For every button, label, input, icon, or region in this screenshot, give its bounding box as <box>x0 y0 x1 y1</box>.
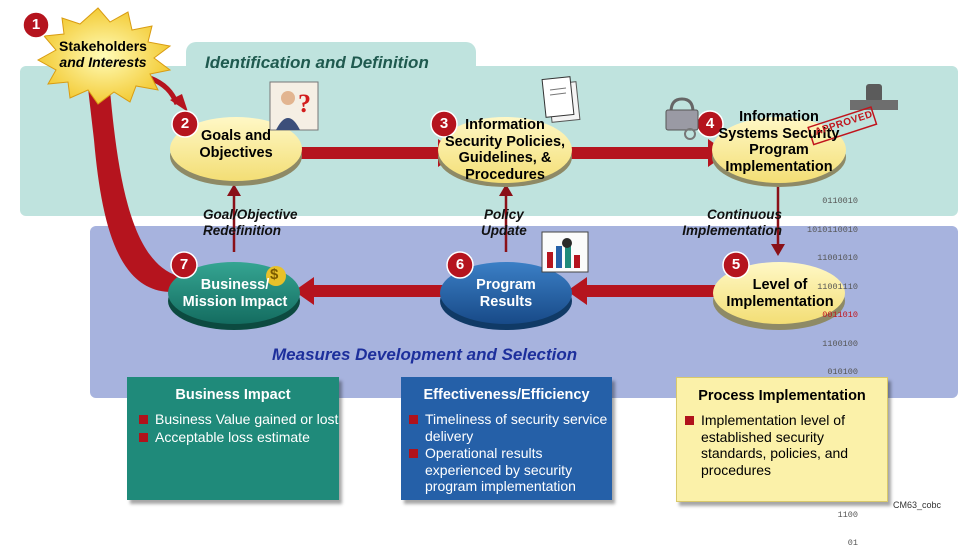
dollar-icon <box>266 266 286 286</box>
effectiveness-box: Effectiveness/Efficiency Timeliness of s… <box>401 377 612 500</box>
arrow-policies-to-program <box>568 147 710 159</box>
process-implementation-box: Process Implementation Implementation le… <box>676 377 888 502</box>
list-item: Business Value gained or lost <box>139 411 339 428</box>
business-impact-list: Business Value gained or lost Acceptable… <box>127 411 339 445</box>
badge-6-number: 6 <box>455 256 465 273</box>
lock-icon <box>665 97 699 140</box>
policy-update-label: Policy Update <box>481 207 527 238</box>
badge-1-number: 1 <box>31 16 41 33</box>
list-item: Operational results experienced by secur… <box>409 445 612 495</box>
badge-2-number: 2 <box>180 115 190 132</box>
list-item: Implementation level of established secu… <box>685 412 887 478</box>
policies-label: Information Security Policies, Guideline… <box>444 117 566 183</box>
impact-label: Business/ Mission Impact <box>182 277 288 310</box>
arrow-results-to-impact <box>312 285 446 297</box>
results-chart-icon <box>541 231 589 273</box>
level-label: Level of Implementation <box>726 277 834 310</box>
badge-7-number: 7 <box>179 256 189 273</box>
policies-oval <box>438 117 572 183</box>
badge-7 <box>170 251 198 279</box>
figure-code: CM63_cobc <box>893 500 942 510</box>
arrow-impact-to-stakeholders <box>70 56 178 292</box>
badge-6 <box>446 251 474 279</box>
goal-redefinition-label: Goal/Objective Redefinition <box>203 207 298 238</box>
process-implementation-title: Process Implementation <box>698 388 866 404</box>
program-oval <box>712 117 846 183</box>
approved-stamp-icon <box>807 84 898 146</box>
results-label: Program Results <box>476 277 536 310</box>
effectiveness-title: Effectiveness/Efficiency <box>423 387 590 403</box>
list-item: Acceptable loss estimate <box>139 429 339 446</box>
arrow-goals-to-policies <box>292 147 440 159</box>
level-oval <box>713 262 845 324</box>
badge-4-number: 4 <box>705 115 715 132</box>
badge-2 <box>171 110 199 138</box>
policy-document-icon <box>541 76 581 123</box>
svg-text:?: ? <box>298 89 311 118</box>
badge-1 <box>22 11 50 39</box>
results-oval <box>440 262 572 324</box>
business-impact-box: Business Impact Business Value gained or… <box>127 377 339 500</box>
flow-diagram: ? <box>22 7 898 330</box>
identification-band-label: Identification and Definition <box>205 53 429 72</box>
badge-3 <box>430 110 458 138</box>
badge-3-number: 3 <box>439 115 449 132</box>
identification-band-tab <box>186 42 476 72</box>
dollar-sign: $ <box>270 266 279 283</box>
badge-5 <box>722 251 750 279</box>
thinking-person-icon: ? <box>269 81 319 131</box>
arrow-level-to-results <box>585 285 717 297</box>
stakeholders-label: Stakeholders and Interests <box>59 38 147 70</box>
continuous-implementation-label: Continuous Implementation <box>682 207 782 238</box>
stakeholders-starburst <box>36 7 172 105</box>
goals-oval <box>170 117 302 181</box>
program-label: Information Systems Security Program Imp… <box>718 109 840 175</box>
measures-band-label: Measures Development and Selection <box>272 345 578 364</box>
business-impact-title: Business Impact <box>175 387 291 403</box>
goals-label: Goals and Objectives <box>199 128 273 161</box>
process-implementation-list: Implementation level of established secu… <box>677 412 887 478</box>
badge-5-number: 5 <box>731 256 741 273</box>
effectiveness-list: Timeliness of security service delivery … <box>401 411 612 495</box>
list-item: Timeliness of security service delivery <box>409 411 612 444</box>
